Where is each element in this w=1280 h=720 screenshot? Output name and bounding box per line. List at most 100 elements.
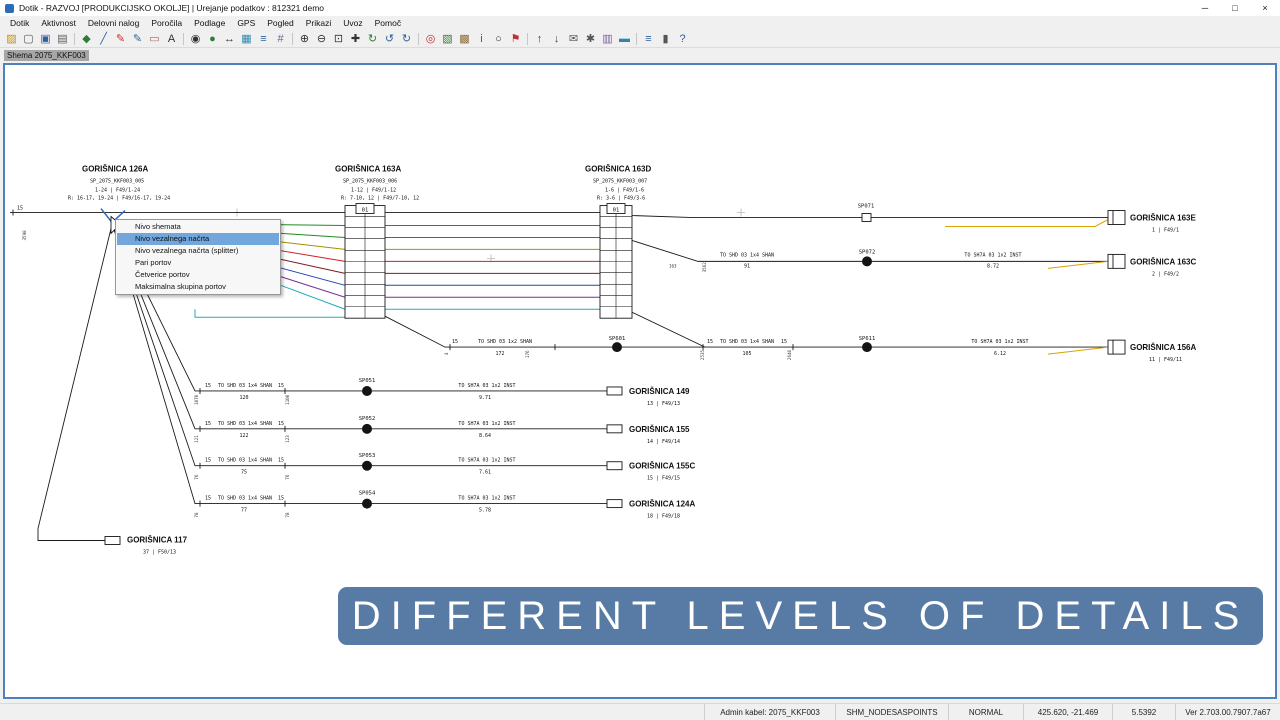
context-item-nivo-vezalnega-nacrta[interactable]: Nivo vezalnega načrta xyxy=(117,233,279,245)
menu-pomoc[interactable]: Pomoč xyxy=(374,18,402,28)
menu-delovni-nalog[interactable]: Delovni nalog xyxy=(87,18,140,28)
context-item-pari-portov[interactable]: Pari portov xyxy=(135,258,172,267)
mail-icon[interactable]: ✉ xyxy=(568,33,579,45)
print-icon[interactable]: ▤ xyxy=(57,33,68,45)
svg-text:9.71: 9.71 xyxy=(479,395,491,401)
table-view-icon[interactable]: ▥ xyxy=(602,33,613,45)
svg-text:GORIŠNICA 117: GORIŠNICA 117 xyxy=(127,536,188,545)
sp601-node xyxy=(612,342,622,353)
lock-icon[interactable]: ▮ xyxy=(662,33,669,45)
export-icon[interactable]: ↑ xyxy=(536,32,543,45)
snap-icon[interactable]: # xyxy=(277,32,284,45)
svg-text:TO SH7A 03 1x2 INST: TO SH7A 03 1x2 INST xyxy=(971,339,1028,345)
menu-pogled[interactable]: Pogled xyxy=(267,18,294,28)
status-zoom: 5.5392 xyxy=(1112,704,1175,720)
eraser-icon[interactable]: ▭ xyxy=(149,33,160,45)
svg-text:77: 77 xyxy=(241,508,247,514)
window-title: Dotik - RAZVOJ [PRODUKCIJSKO OKOLJE] | U… xyxy=(19,3,325,13)
text-tool-icon[interactable]: A xyxy=(167,32,176,45)
svg-text:2535: 2535 xyxy=(700,350,705,361)
menu-dotik[interactable]: Dotik xyxy=(10,18,30,28)
endpoint-boxes[interactable] xyxy=(104,210,1126,545)
svg-text:1-12 | F49/1-12: 1-12 | F49/1-12 xyxy=(351,188,396,194)
svg-text:GORIŠNICA 163C: GORIŠNICA 163C xyxy=(1130,257,1196,266)
minimize-button[interactable]: ─ xyxy=(1201,3,1209,13)
draw-cable-icon[interactable]: ╱ xyxy=(100,33,107,45)
svg-text:TO SHD 03 1x4 SHAN: TO SHD 03 1x4 SHAN xyxy=(218,421,272,427)
pan-icon[interactable]: ✚ xyxy=(350,33,361,45)
edit-red-pencil-icon[interactable]: ✎ xyxy=(115,33,126,45)
svg-text:SP601: SP601 xyxy=(609,336,626,342)
import-icon[interactable]: ↓ xyxy=(553,32,560,45)
menu-aktivnost[interactable]: Aktivnost xyxy=(41,18,76,28)
drop-cables[interactable] xyxy=(37,222,1108,541)
main-cable[interactable] xyxy=(10,209,1108,218)
layers-icon[interactable]: ≡ xyxy=(260,32,267,45)
svg-text:15: 15 xyxy=(278,421,284,427)
svg-text:123: 123 xyxy=(285,435,290,443)
zoom-in-icon[interactable]: ⊕ xyxy=(299,33,310,45)
ortho-view-icon[interactable]: ▩ xyxy=(459,33,470,45)
splice-box-163d[interactable] xyxy=(599,203,633,319)
svg-text:78: 78 xyxy=(194,512,199,518)
svg-text:15: 15 xyxy=(205,383,211,389)
toolbar-separator xyxy=(292,32,293,45)
junction-icon[interactable]: ● xyxy=(209,32,216,45)
titlebar: Dotik - RAZVOJ [PRODUKCIJSKO OKOLJE] | U… xyxy=(0,0,1280,16)
flag-icon[interactable]: ⚑ xyxy=(510,33,521,45)
schematic-canvas[interactable]: 15 3598 GORIŠNICA 126A SP_2075_KKF003_00… xyxy=(3,63,1277,699)
grid-icon[interactable]: ▦ xyxy=(241,33,252,45)
svg-text:76: 76 xyxy=(285,474,290,480)
svg-text:R: 16-17, 19-24 | F49/16-17, 1: R: 16-17, 19-24 | F49/16-17, 19-24 xyxy=(68,196,170,202)
svg-text:R: 3-6 | F49/3-6: R: 3-6 | F49/3-6 xyxy=(597,196,645,202)
zoom-extents-icon[interactable]: ⊡ xyxy=(333,33,344,45)
svg-text:18 | F49/18: 18 | F49/18 xyxy=(647,514,680,520)
banner: DIFFERENT LEVELS OF DETAILS xyxy=(338,587,1263,645)
status-bar: Admin kabel: 2075_KKF003 SHM_NODESASPOIN… xyxy=(0,703,1280,720)
schema-tab[interactable]: Shema 2075_KKF003 xyxy=(4,50,89,61)
open-project-icon[interactable]: ▨ xyxy=(6,33,17,45)
context-item-nivo-vezalnega-nacrta-splitter[interactable]: Nivo vezalnega načrta (splitter) xyxy=(135,246,239,255)
menu-uvoz[interactable]: Uvoz xyxy=(343,18,363,28)
measure-icon[interactable]: ↔ xyxy=(224,32,235,45)
refresh-icon[interactable]: ↻ xyxy=(367,33,378,45)
context-item-maksimalna-skupina-portov[interactable]: Maksimalna skupina portov xyxy=(135,282,226,291)
schema-level-icon[interactable]: ≡ xyxy=(645,32,652,45)
save-icon[interactable]: ▣ xyxy=(40,33,51,45)
maximize-button[interactable]: □ xyxy=(1232,3,1238,13)
edit-blue-pencil-icon[interactable]: ✎ xyxy=(132,33,143,45)
redo-icon[interactable]: ↻ xyxy=(401,33,412,45)
svg-text:7.61: 7.61 xyxy=(479,470,491,476)
svg-text:TO SH7A 03 1x2 INST: TO SH7A 03 1x2 INST xyxy=(458,421,515,427)
map-view-icon[interactable]: ▧ xyxy=(442,33,453,45)
patch-cables[interactable] xyxy=(945,219,1109,355)
gps-position-icon[interactable]: ◎ xyxy=(425,33,436,45)
splice-box-163a[interactable] xyxy=(344,203,386,319)
menu-porocila[interactable]: Poročila xyxy=(151,18,183,28)
context-item-cetverice-portov[interactable]: Četverice portov xyxy=(135,270,190,279)
svg-text:GORIŠNICA 155C: GORIŠNICA 155C xyxy=(629,462,695,471)
sp611-node xyxy=(862,342,872,353)
svg-text:78: 78 xyxy=(285,512,290,518)
zoom-out-icon[interactable]: ⊖ xyxy=(316,33,327,45)
menu-prikazi[interactable]: Prikazi xyxy=(305,18,332,28)
draw-node-icon[interactable]: ◆ xyxy=(82,33,91,45)
search-icon[interactable]: ○ xyxy=(495,32,502,45)
new-document-icon[interactable]: ▢ xyxy=(23,33,34,45)
undo-icon[interactable]: ↺ xyxy=(384,33,395,45)
info-icon[interactable]: i xyxy=(480,32,483,45)
splice-nodes[interactable] xyxy=(362,213,872,509)
context-item-nivo-shemata[interactable]: Nivo shemata xyxy=(135,222,181,231)
svg-text:2640: 2640 xyxy=(787,350,792,361)
splice-point-icon[interactable]: ◉ xyxy=(190,33,201,45)
help-icon[interactable]: ? xyxy=(679,32,686,45)
svg-text:15: 15 xyxy=(205,458,211,464)
svg-text:121: 121 xyxy=(194,435,199,443)
menu-podlage[interactable]: Podlage xyxy=(194,18,226,28)
settings-icon[interactable]: ✱ xyxy=(585,33,596,45)
svg-text:TO SH7A 03 1x2 INST: TO SH7A 03 1x2 INST xyxy=(964,252,1021,258)
status-admin-cable: Admin kabel: 2075_KKF003 xyxy=(704,704,835,720)
menu-gps[interactable]: GPS xyxy=(237,18,256,28)
report-icon[interactable]: ▬ xyxy=(619,32,630,45)
close-button[interactable]: × xyxy=(1262,3,1268,13)
